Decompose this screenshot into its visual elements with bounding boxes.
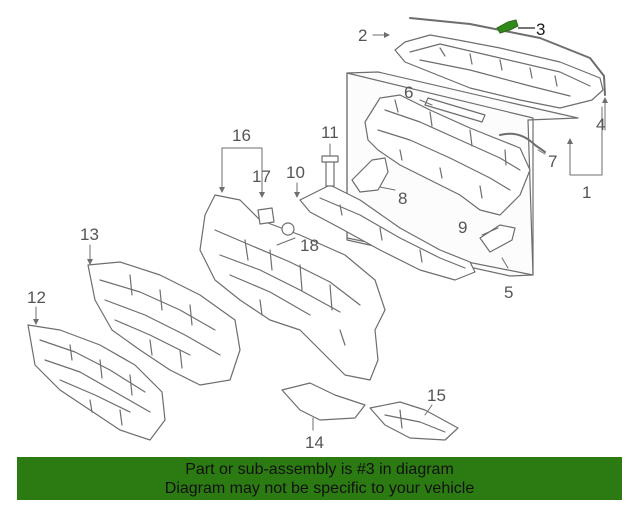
banner-line-1: Part or sub-assembly is #3 in diagram [185,461,454,478]
insulator-part-12[interactable] [27,324,166,441]
insulator-13-detail [99,274,221,369]
crossmember-part-10[interactable] [299,184,476,281]
callout-17: 17 [252,167,271,186]
clip-part-17[interactable] [257,207,275,225]
part-info-banner: Part or sub-assembly is #3 in diagram Di… [17,457,622,500]
cowl-lower-panel[interactable] [364,94,531,216]
callout-5: 5 [504,283,513,302]
dash-panel-outline [346,72,534,276]
callout-18: 18 [300,236,319,255]
bolt-part-11[interactable] [325,159,335,187]
callout-labels: 1 2 3 4 5 6 7 8 9 10 11 12 13 14 15 16 1… [27,20,605,452]
cowl-top-detail [409,43,591,97]
callout-14: 14 [305,433,324,452]
bracket-part-8[interactable] [351,157,389,193]
callout-7: 7 [548,152,557,171]
highlighted-part-3[interactable] [496,19,519,34]
clip-part-18[interactable] [281,222,295,236]
callout-10: 10 [286,163,305,182]
panel-part-14[interactable] [281,382,366,421]
callout-16: 16 [232,126,251,145]
insulator-12-detail [39,339,151,426]
insulator-part-13[interactable] [87,261,241,386]
leader-lines [35,34,606,431]
insulator-16-detail [214,229,361,346]
callout-13: 13 [80,225,99,244]
crossmember-detail [319,197,466,269]
callout-4: 4 [596,115,605,134]
callout-9: 9 [458,218,467,237]
callout-3: 3 [536,20,545,39]
bolt-head-11 [321,155,339,163]
parts-diagram: 1 2 3 4 5 6 7 8 9 10 11 12 13 14 15 16 1… [27,17,608,452]
hose-part-7[interactable] [499,132,546,153]
banner-line-2: Diagram may not be specific to your vehi… [164,480,475,497]
bracket-part-9[interactable] [479,224,516,253]
cowl-top-panel[interactable] [394,34,604,109]
panel-15-detail [384,409,446,433]
callout-15: 15 [427,386,446,405]
callout-8: 8 [398,189,407,208]
callout-12: 12 [27,288,46,307]
callout-6: 6 [404,83,413,102]
callout-2: 2 [358,26,367,45]
callout-11: 11 [321,123,339,142]
callout-1: 1 [582,183,591,202]
weatherstrip-part-4[interactable] [409,17,606,96]
cowl-lower-detail [377,99,521,199]
